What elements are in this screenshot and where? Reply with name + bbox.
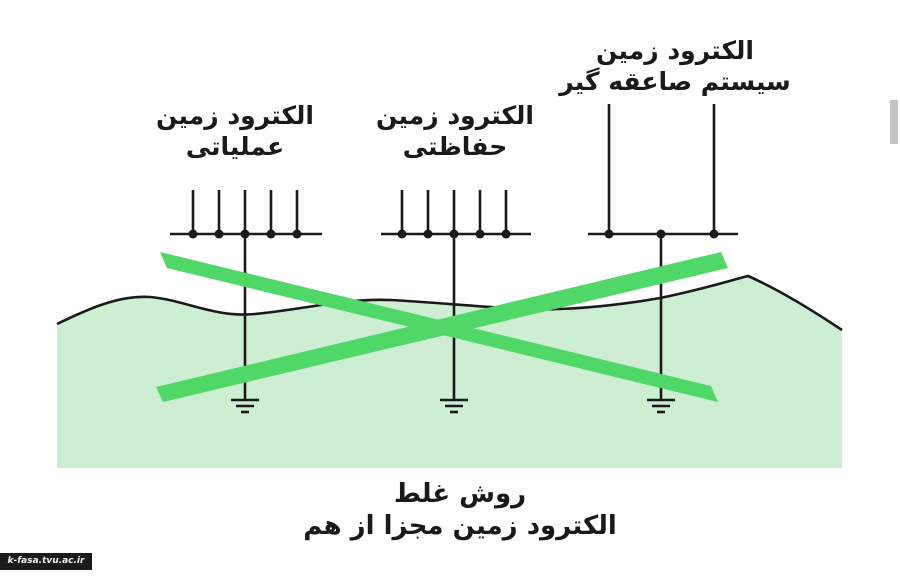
- operational-electrode-label: الکترود زمین عملیاتی: [130, 100, 340, 162]
- caption-subtitle: الکترود زمین مجزا از هم: [303, 511, 617, 541]
- ground-symbol-icon: [647, 398, 675, 414]
- ground-symbol-icon: [440, 398, 468, 414]
- ground-symbol-icon: [231, 398, 259, 414]
- earth-surface-line: [56, 274, 843, 332]
- label-line: الکترود زمین: [596, 36, 754, 65]
- cross-mark-icon: [156, 252, 728, 402]
- label-line: الکترود زمین: [376, 101, 534, 130]
- protective-electrode: [381, 190, 531, 414]
- label-line: سیستم صاعقه گیر: [559, 67, 791, 96]
- lightning-system-electrode-label: الکترود زمین سیستم صاعقه گیر: [535, 35, 815, 97]
- label-line: عملیاتی: [185, 132, 285, 161]
- site-watermark: k-fasa.tvu.ac.ir: [0, 553, 92, 570]
- operational-electrode: [170, 190, 322, 414]
- earth-ground-region: [57, 276, 842, 468]
- label-line: حفاظتی: [402, 132, 508, 161]
- caption-title: روش غلط: [393, 479, 527, 509]
- scrollbar-thumb[interactable]: [890, 100, 898, 144]
- lightning-system-electrode: [588, 104, 738, 414]
- diagram-caption: روش غلط الکترود زمین مجزا از هم: [250, 478, 670, 542]
- label-line: الکترود زمین: [156, 101, 314, 130]
- protective-electrode-label: الکترود زمین حفاظتی: [350, 100, 560, 162]
